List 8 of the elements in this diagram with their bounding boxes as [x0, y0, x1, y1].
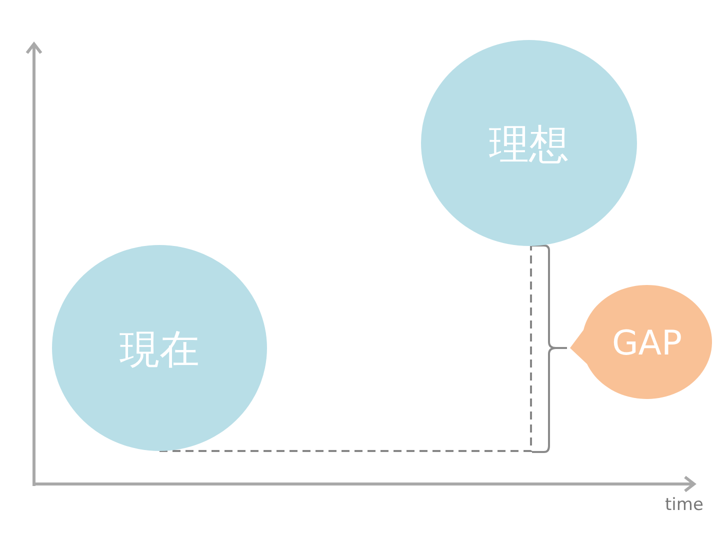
circle-label: 現在	[120, 328, 200, 372]
axis-label: time	[665, 496, 704, 515]
bubble-label: GAP	[612, 325, 682, 363]
circle-node	[421, 40, 637, 246]
speech-bubble	[568, 284, 714, 400]
circle-node	[52, 245, 267, 451]
circle-label: 理想	[489, 123, 569, 167]
dashed-connector	[160, 246, 532, 452]
